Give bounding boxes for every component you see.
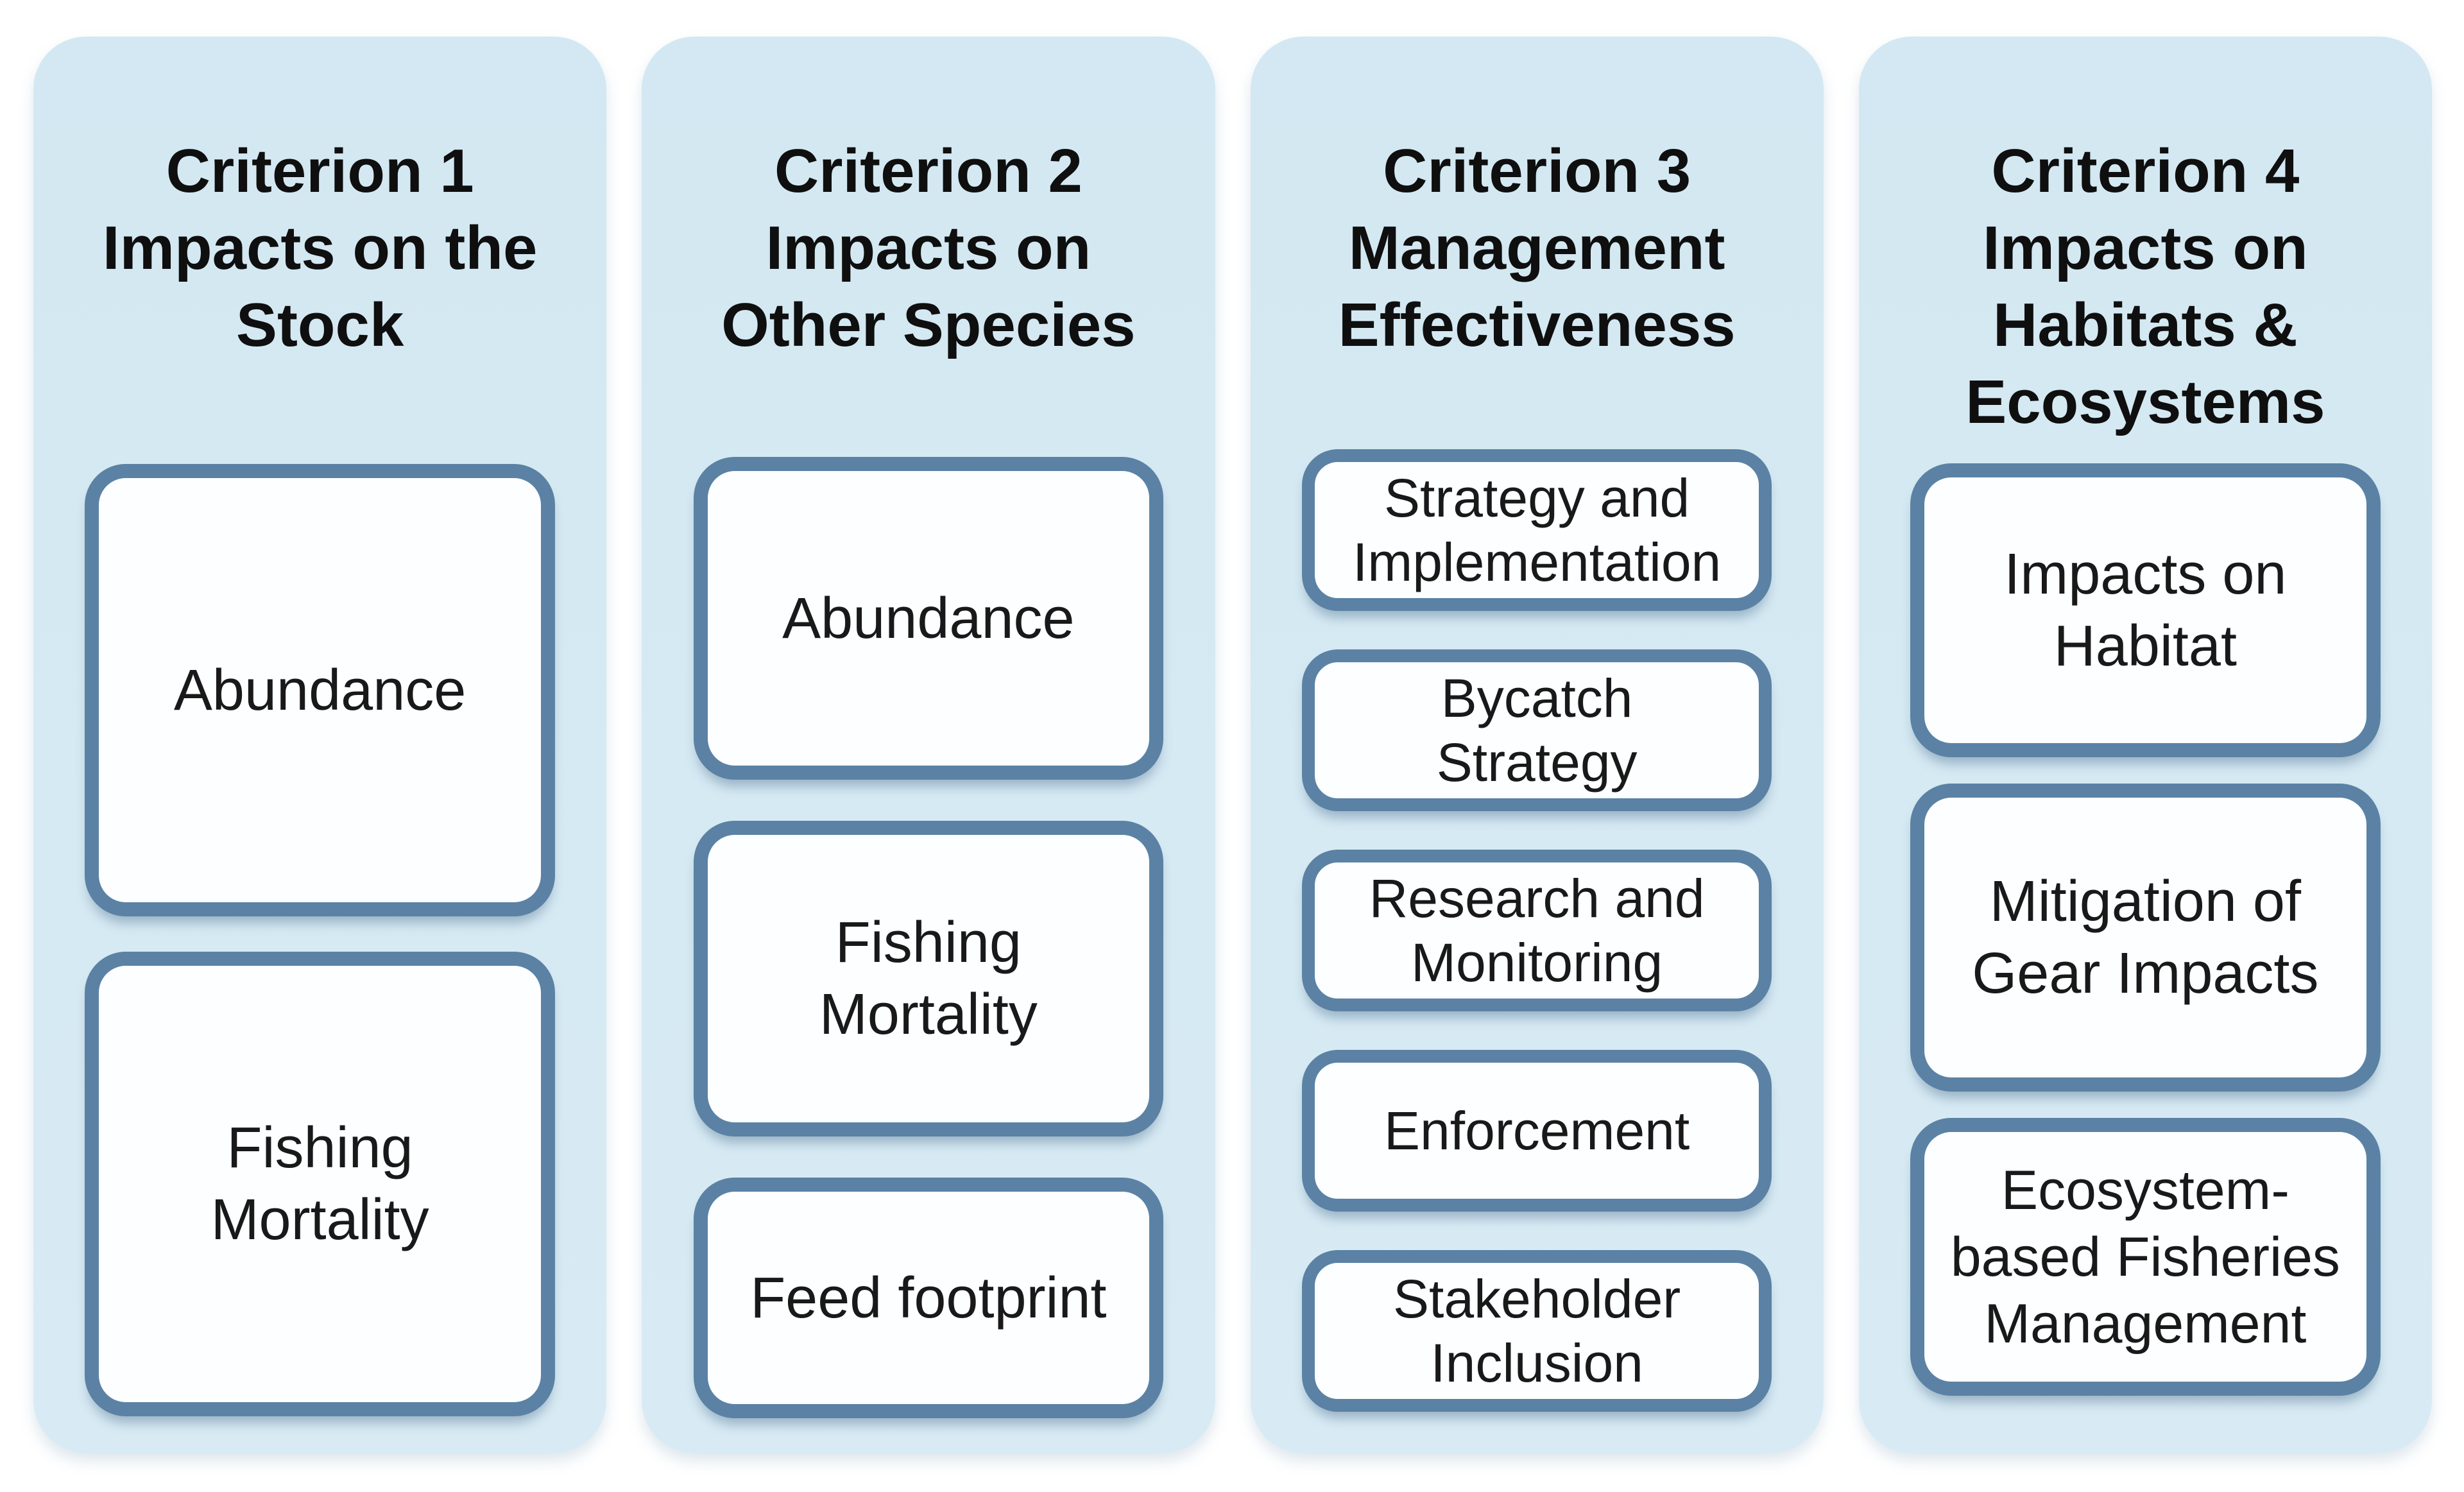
box-label-line: Strategy and	[1383, 468, 1690, 528]
title-line: Criterion 2	[774, 137, 1082, 205]
criterion-2-panel: Criterion 2 Impacts on Other Species Abu…	[642, 37, 1215, 1453]
title-line: Management	[1348, 214, 1725, 282]
criterion-3-boxes: Strategy and Implementation Bycatch Stra…	[1301, 449, 1772, 1412]
box-stakeholder-inclusion: Stakeholder Inclusion	[1301, 1250, 1772, 1412]
box-label-line: Abundance	[173, 658, 466, 723]
box-label-line: Ecosystem-	[2001, 1159, 2289, 1221]
title-line: Criterion 4	[1991, 137, 2300, 205]
title-line: Habitats &	[1993, 291, 2298, 359]
box-label-line: Fishing	[835, 911, 1022, 975]
criterion-4-panel: Criterion 4 Impacts on Habitats & Ecosys…	[1858, 37, 2432, 1453]
box-label-line: Implementation	[1352, 532, 1722, 592]
box-bycatch-strategy: Bycatch Strategy	[1301, 649, 1772, 811]
box-label-line: Management	[1984, 1292, 2307, 1355]
box-feed-footprint: Feed footprint	[693, 1178, 1164, 1418]
box-label-line: Mortality	[819, 982, 1038, 1047]
box-fishing-mortality-other-species: Fishing Mortality	[693, 821, 1164, 1136]
criterion-2-boxes: Abundance Fishing Mortality Feed footpri…	[693, 457, 1164, 1418]
title-line: Criterion 1	[166, 137, 474, 205]
box-label-line: Feed footprint	[750, 1265, 1107, 1330]
box-label-line: Strategy	[1436, 732, 1638, 793]
box-mitigation-of-gear-impacts: Mitigation of Gear Impacts	[1910, 784, 2381, 1092]
box-label-line: based Fisheries	[1950, 1226, 2340, 1288]
criterion-4-title: Criterion 4 Impacts on Habitats & Ecosys…	[1965, 133, 2325, 441]
title-line: Ecosystems	[1965, 368, 2325, 436]
box-label-line: Mortality	[210, 1188, 429, 1252]
box-fishing-mortality: Fishing Mortality	[85, 952, 555, 1416]
title-line: Effectiveness	[1338, 291, 1736, 359]
box-label-line: Monitoring	[1411, 932, 1663, 993]
box-research-and-monitoring: Research and Monitoring	[1301, 850, 1772, 1011]
criterion-3-title: Criterion 3 Management Effectiveness	[1339, 133, 1736, 364]
title-line: Impacts on	[1982, 214, 2308, 282]
title-line: Impacts on the	[102, 214, 538, 282]
title-line: Other Species	[721, 291, 1136, 359]
box-label-line: Mitigation of	[1989, 870, 2301, 934]
title-line: Impacts on	[766, 214, 1091, 282]
box-ecosystem-based-fisheries-management: Ecosystem- based Fisheries Management	[1910, 1118, 2381, 1396]
box-strategy-and-implementation: Strategy and Implementation	[1301, 449, 1772, 611]
box-label-line: Abundance	[782, 586, 1075, 651]
title-line: Stock	[235, 291, 404, 359]
criterion-3-panel: Criterion 3 Management Effectiveness Str…	[1250, 37, 1824, 1453]
criterion-1-panel: Criterion 1 Impacts on the Stock Abundan…	[33, 37, 607, 1453]
box-label-line: Impacts on	[2004, 542, 2287, 606]
box-label-line: Stakeholder	[1392, 1269, 1681, 1329]
criterion-4-boxes: Impacts on Habitat Mitigation of Gear Im…	[1910, 463, 2381, 1396]
box-label-line: Bycatch	[1441, 668, 1633, 728]
box-label-line: Gear Impacts	[1972, 941, 2319, 1006]
title-line: Criterion 3	[1383, 137, 1691, 205]
box-label-line: Research and	[1369, 868, 1705, 929]
criterion-1-title: Criterion 1 Impacts on the Stock	[103, 133, 537, 364]
box-impacts-on-habitat: Impacts on Habitat	[1910, 463, 2381, 757]
box-label-line: Enforcement	[1384, 1101, 1690, 1161]
criterion-2-title: Criterion 2 Impacts on Other Species	[721, 133, 1136, 364]
box-label-line: Fishing	[227, 1116, 413, 1180]
box-label-line: Inclusion	[1430, 1333, 1643, 1393]
box-label-line: Habitat	[2053, 614, 2237, 678]
box-enforcement: Enforcement	[1301, 1050, 1772, 1212]
criterion-1-boxes: Abundance Fishing Mortality	[85, 464, 555, 1416]
box-abundance: Abundance	[85, 464, 555, 916]
box-abundance-other-species: Abundance	[693, 457, 1164, 780]
